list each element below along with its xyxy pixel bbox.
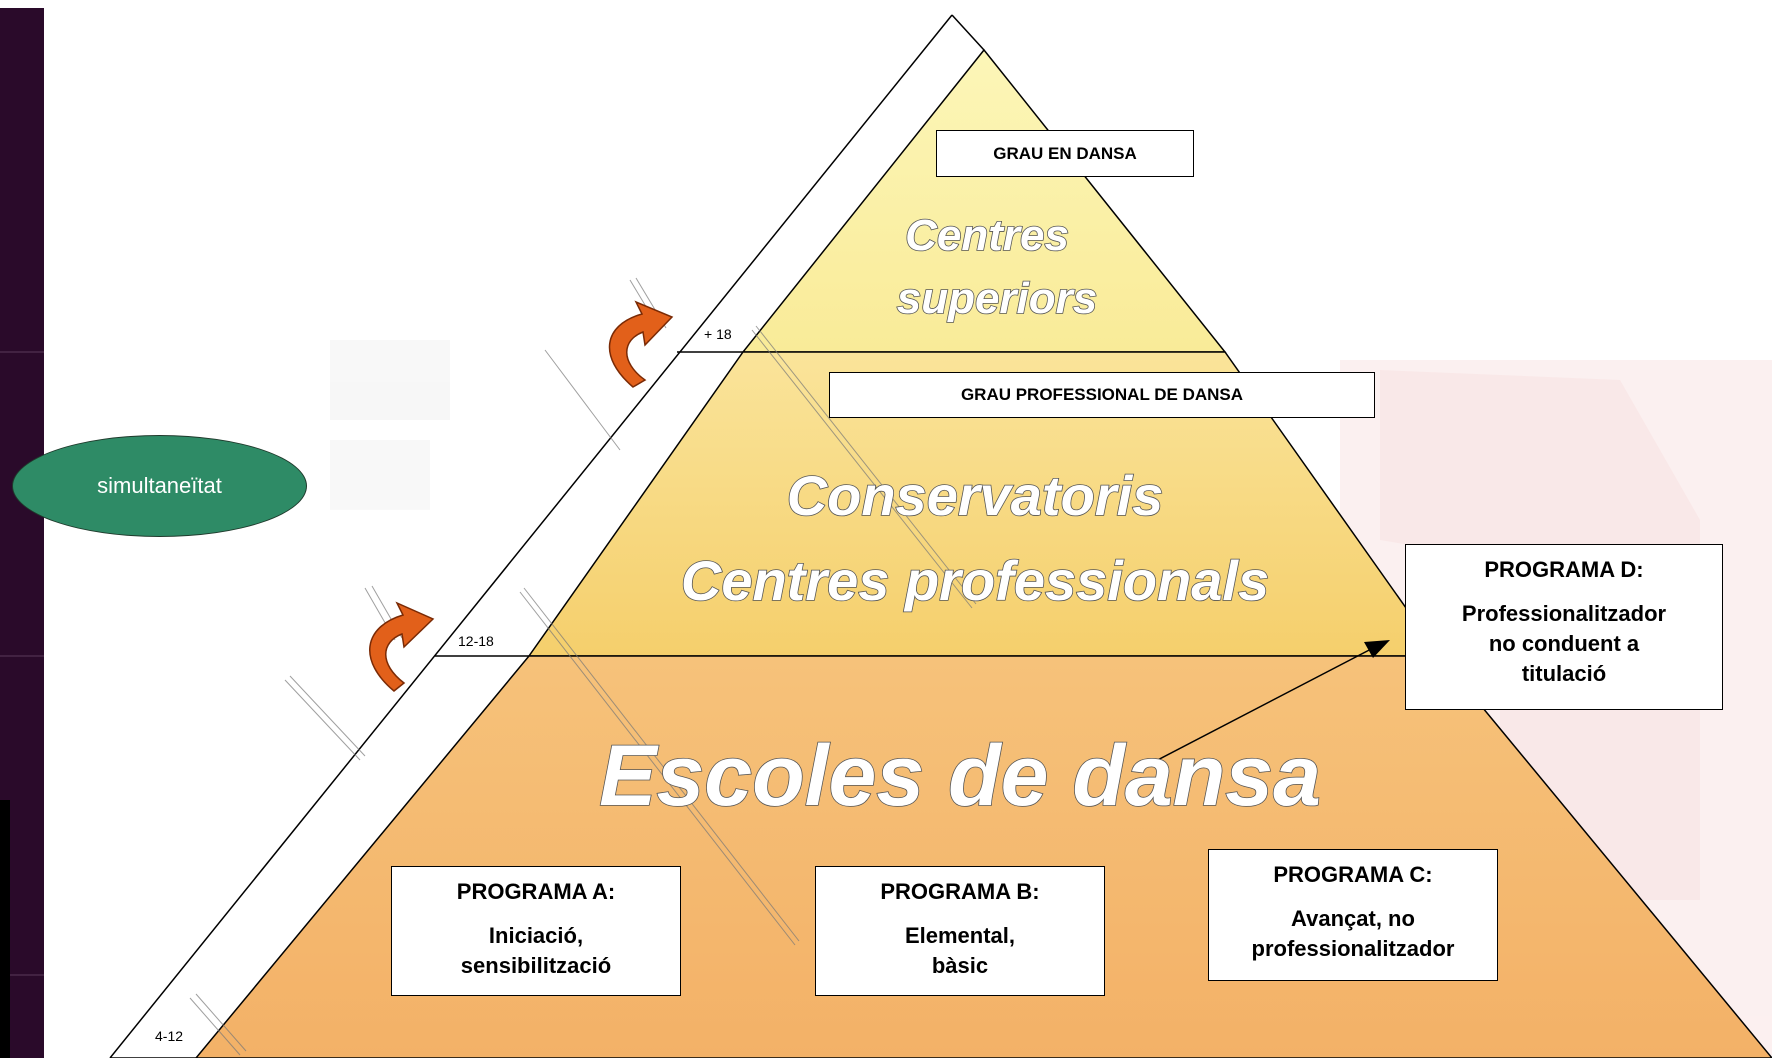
simultaneity-label: simultaneïtat	[97, 473, 222, 498]
title-centres-professionals: Centres professionals	[681, 549, 1269, 612]
title-superiors: superiors	[897, 274, 1098, 323]
programa-b-box: PROGRAMA B: Elemental, bàsic	[815, 866, 1105, 996]
programa-d-description: Professionalitzador no conduent a titula…	[1461, 601, 1667, 686]
label-grau-en-dansa: GRAU EN DANSA	[936, 130, 1194, 177]
title-conservatoris: Conservatoris	[787, 464, 1164, 527]
age-scale	[109, 14, 985, 1058]
simultaneity-oval: simultaneïtat	[12, 435, 307, 537]
age-label-bottom: 4-12	[155, 1028, 184, 1044]
programa-a-box: PROGRAMA A: Iniciació, sensibilització	[391, 866, 681, 996]
programa-c-box: PROGRAMA C: Avançat, no professionalitza…	[1208, 849, 1498, 981]
left-band	[0, 8, 44, 1058]
age-label-top: + 18	[704, 326, 732, 342]
programa-d-title: PROGRAMA D:	[1484, 557, 1644, 582]
programa-a-description: Iniciació, sensibilització	[460, 923, 612, 978]
programa-c-description: Avançat, no professionalitzador	[1251, 906, 1455, 961]
title-escoles-de-dansa: Escoles de dansa	[599, 728, 1321, 824]
programa-b-description: Elemental, bàsic	[904, 923, 1016, 978]
label-grau-professional: GRAU PROFESSIONAL DE DANSA	[829, 372, 1375, 418]
programa-a-title: PROGRAMA A:	[456, 879, 616, 904]
programa-b-title: PROGRAMA B:	[880, 879, 1040, 904]
title-centres: Centres	[905, 211, 1069, 260]
age-label-middle: 12-18	[458, 633, 494, 649]
arrow-to-programa-d	[1147, 640, 1390, 766]
programa-d-box: PROGRAMA D: Professionalitzador no condu…	[1405, 544, 1723, 710]
curved-arrow-upper	[608, 300, 674, 388]
pyramid-titles: Centres superiors Conservatoris Centres …	[598, 210, 1321, 825]
programa-c-title: PROGRAMA C:	[1273, 862, 1433, 887]
curved-arrow-lower	[369, 601, 435, 692]
hatch-strokes	[189, 277, 977, 1056]
